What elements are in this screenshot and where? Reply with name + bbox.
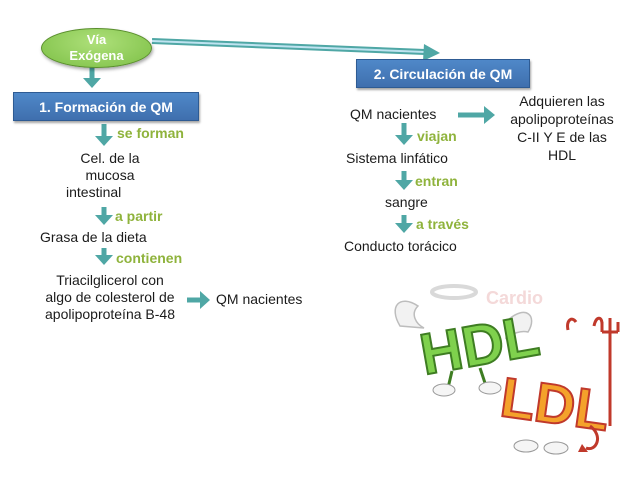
- arrow-down-3: [95, 248, 113, 265]
- ldl-shoe-left-icon: [513, 439, 539, 453]
- circulation-title: 2. Circulación de QM: [373, 65, 513, 82]
- node-tri-line-1: Triacilglicerol con: [56, 272, 164, 288]
- arrow-right-qm: [187, 291, 210, 309]
- node-apo-line-4: HDL: [547, 147, 576, 163]
- hdl-ldl-illustration: Cardio HDL LDL: [390, 276, 626, 472]
- node-grasa: Grasa de la dieta: [40, 229, 147, 245]
- horn-left-icon: [566, 317, 578, 331]
- arrow-down-1: [95, 124, 113, 146]
- connector-viajan: viajan: [417, 128, 457, 144]
- connector-se-forman: se forman: [117, 125, 184, 141]
- node-conducto-toracico: Conducto torácico: [344, 238, 457, 254]
- halo-icon: [430, 284, 478, 300]
- node-mucosa-line-1: Cel. de la: [80, 150, 140, 166]
- node-mucosa: Cel. de la mucosa intestinal: [58, 150, 162, 201]
- trident-icon: [600, 318, 620, 426]
- arrow-oval-to-circulation: [151, 38, 440, 61]
- ldl-shoe-right-icon: [543, 441, 569, 455]
- start-line-1: Vía: [86, 32, 107, 47]
- formation-title-box: 1. Formación de QM: [13, 92, 199, 121]
- connector-a-partir: a partir: [115, 208, 163, 224]
- node-triacilglicerol: Triacilglicerol con algo de colesterol d…: [30, 272, 190, 323]
- arrow-right-side: [458, 106, 495, 124]
- formation-title: 1. Formación de QM: [39, 98, 173, 115]
- tail-icon: [585, 424, 600, 451]
- node-qm-nacientes-left: QM nacientes: [216, 291, 303, 307]
- arrow-down-2: [95, 207, 113, 225]
- node-tri-line-2: algo de colesterol de: [45, 289, 175, 305]
- node-sangre: sangre: [385, 194, 428, 210]
- connector-contienen: contienen: [116, 250, 183, 266]
- arrow-down-r3: [395, 215, 413, 233]
- arrow-down-r1: [395, 123, 413, 145]
- node-apo-line-2: apolipoproteínas: [510, 111, 614, 127]
- connector-entran: entran: [415, 173, 458, 189]
- connector-a-traves: a través: [416, 216, 469, 232]
- node-apo-line-1: Adquieren las: [519, 93, 605, 109]
- node-mucosa-line-3: intestinal: [66, 184, 122, 200]
- node-apolipoproteinas: Adquieren las apolipoproteínas C-II Y E …: [500, 92, 624, 164]
- hdl-shoe-right-icon: [478, 381, 502, 395]
- arrow-down-r2: [395, 171, 413, 190]
- left-wing-icon: [394, 300, 425, 329]
- circulation-title-box: 2. Circulación de QM: [356, 59, 530, 88]
- node-apo-line-3: C-II Y E de las: [517, 129, 607, 145]
- node-qm-nacientes-right: QM nacientes: [350, 106, 437, 122]
- node-sistema-linfatico: Sistema linfático: [346, 150, 448, 166]
- faint-background-word: Cardio: [486, 288, 543, 308]
- node-tri-line-3: apolipoproteína B-48: [45, 306, 175, 322]
- node-mucosa-line-2: mucosa: [85, 167, 135, 183]
- hdl-ldl-drawing: Cardio HDL LDL: [394, 284, 620, 455]
- hdl-shoe-left-icon: [432, 383, 456, 397]
- start-oval: Vía Exógena: [41, 28, 152, 68]
- right-wing-icon: [505, 311, 533, 340]
- start-line-2: Exógena: [69, 48, 124, 63]
